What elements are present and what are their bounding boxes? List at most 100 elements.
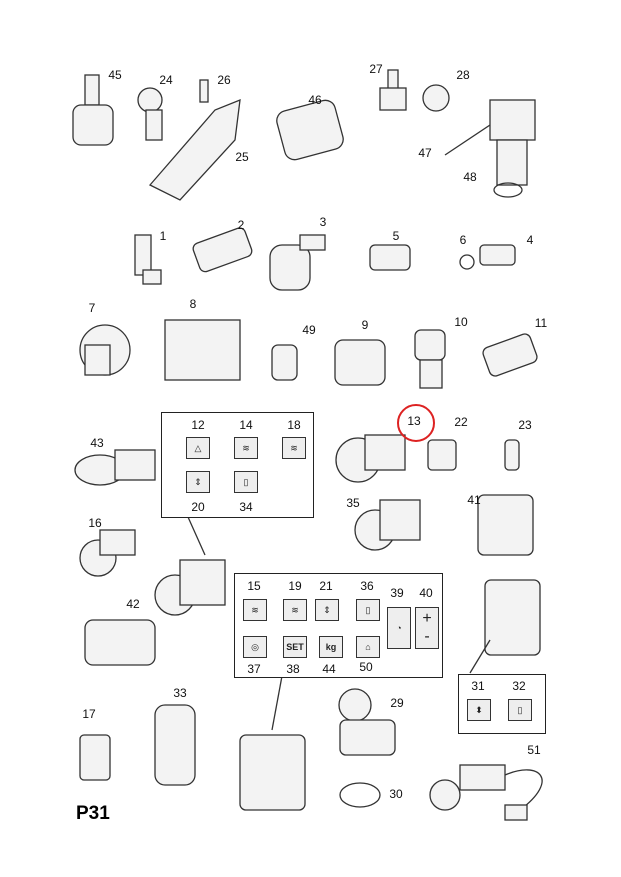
symbol-box-1: 12 14 18 △ ≋ ≋ ⇕ ▯ 20 34 bbox=[161, 412, 314, 518]
lamp-adjust-icon: ▯ bbox=[508, 699, 532, 721]
hazard-icon: △ bbox=[186, 437, 210, 459]
part-4 bbox=[479, 244, 516, 266]
symbol-label: 18 bbox=[287, 418, 301, 432]
symbol-label: 14 bbox=[239, 418, 253, 432]
part-47 bbox=[444, 99, 536, 186]
part-label: 16 bbox=[88, 516, 102, 530]
interior-light-icon: ⌂ bbox=[356, 636, 380, 658]
part-42 bbox=[84, 619, 156, 666]
symbol-label: 37 bbox=[247, 662, 261, 676]
part-10 bbox=[414, 329, 446, 389]
part-label: 49 bbox=[302, 323, 316, 337]
symbol-label: 15 bbox=[247, 579, 261, 593]
part-13 bbox=[335, 434, 406, 483]
part-41 bbox=[477, 494, 534, 556]
part-label: 30 bbox=[389, 787, 403, 801]
part-43 bbox=[74, 449, 156, 486]
minus-icon[interactable]: - bbox=[424, 628, 430, 645]
symbol-label: 38 bbox=[286, 662, 300, 676]
symbol-label: 21 bbox=[319, 579, 333, 593]
part-11 bbox=[482, 333, 538, 377]
part-35 bbox=[354, 499, 421, 551]
symbol-label: 31 bbox=[471, 679, 485, 693]
lamp-icon: ▯ bbox=[356, 599, 380, 621]
part-49 bbox=[271, 344, 298, 381]
windshield-heat-icon: ≋ bbox=[243, 599, 267, 621]
part-28 bbox=[422, 84, 450, 112]
part-label: 9 bbox=[361, 318, 369, 332]
sunroof-icon: ⇕ bbox=[315, 599, 339, 621]
part-label: 4 bbox=[526, 233, 534, 247]
part-label: 48 bbox=[463, 170, 477, 184]
lamp-icon: ▯ bbox=[234, 471, 258, 493]
part-label: 33 bbox=[173, 686, 187, 700]
symbol-label: 34 bbox=[239, 500, 253, 514]
speedometer-icon: ◔ bbox=[387, 607, 411, 649]
part-label: 29 bbox=[390, 696, 404, 710]
part-label: 1 bbox=[159, 229, 167, 243]
highlight-circle bbox=[397, 404, 435, 442]
symbol-label: 32 bbox=[512, 679, 526, 693]
part-6 bbox=[459, 254, 475, 270]
part-8 bbox=[164, 319, 241, 381]
part-label: 28 bbox=[456, 68, 470, 82]
part-29 bbox=[338, 688, 396, 756]
symbol-label: 44 bbox=[322, 662, 336, 676]
part-label: 10 bbox=[454, 315, 468, 329]
part-label: 5 bbox=[392, 229, 400, 243]
plus-icon[interactable]: + bbox=[422, 610, 432, 627]
part-3 bbox=[269, 234, 326, 291]
part-22 bbox=[427, 439, 457, 471]
sunroof-icon: ⇕ bbox=[186, 471, 210, 493]
page-code: P31 bbox=[76, 803, 110, 824]
part-label: 22 bbox=[454, 415, 468, 429]
part-16 bbox=[79, 529, 136, 577]
part-30 bbox=[339, 782, 381, 808]
part-label: 6 bbox=[459, 233, 467, 247]
symbol-label: 12 bbox=[191, 418, 205, 432]
part-48 bbox=[493, 182, 523, 198]
load-icon: kg bbox=[319, 636, 343, 658]
part-box2-switch bbox=[239, 675, 306, 811]
symbol-label: 19 bbox=[288, 579, 302, 593]
symbol-label: 50 bbox=[359, 660, 373, 674]
part-label: 23 bbox=[518, 418, 532, 432]
part-23 bbox=[504, 439, 520, 471]
part-27 bbox=[379, 69, 407, 111]
symbol-label: 39 bbox=[390, 586, 404, 600]
part-multi-switch bbox=[469, 579, 541, 674]
part-label: 45 bbox=[108, 68, 122, 82]
plus-minus-icon: +- bbox=[415, 607, 439, 649]
part-label-highlighted[interactable]: 13 bbox=[407, 414, 421, 428]
part-1 bbox=[134, 234, 162, 285]
cruise-icon: ◎ bbox=[243, 636, 267, 658]
part-33 bbox=[154, 704, 196, 786]
part-46 bbox=[276, 99, 344, 161]
part-label: 35 bbox=[346, 496, 360, 510]
part-26 bbox=[199, 79, 209, 103]
up-down-icon: ⬍ bbox=[467, 699, 491, 721]
windshield-heat-icon: ≋ bbox=[234, 437, 258, 459]
symbol-box-2: 15 19 21 36 39 40 ≋ ≋ ⇕ ▯ ◔ +- ◎ SET kg … bbox=[234, 573, 443, 678]
part-label: 51 bbox=[527, 743, 541, 757]
part-label: 3 bbox=[319, 215, 327, 229]
part-label: 7 bbox=[88, 301, 96, 315]
rear-window-heat-icon: ≋ bbox=[283, 599, 307, 621]
part-label: 24 bbox=[159, 73, 173, 87]
part-17 bbox=[79, 734, 111, 781]
part-51 bbox=[429, 764, 543, 821]
part-5 bbox=[369, 244, 411, 271]
part-24 bbox=[137, 87, 163, 141]
symbol-label: 20 bbox=[191, 500, 205, 514]
part-25 bbox=[148, 98, 241, 201]
part-label: 2 bbox=[237, 218, 245, 232]
part-label: 42 bbox=[126, 597, 140, 611]
part-label: 8 bbox=[189, 297, 197, 311]
cruise-set-icon: SET bbox=[283, 636, 307, 658]
rear-window-heat-icon: ≋ bbox=[282, 437, 306, 459]
symbol-label: 36 bbox=[360, 579, 374, 593]
part-label: 47 bbox=[418, 146, 432, 160]
part-label: 43 bbox=[90, 436, 104, 450]
part-9 bbox=[334, 339, 386, 386]
